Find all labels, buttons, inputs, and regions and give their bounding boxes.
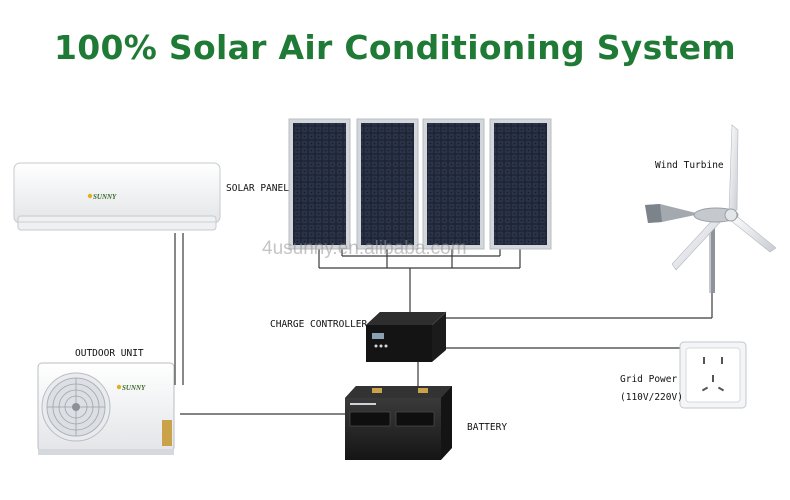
solar-panel: [288, 118, 351, 250]
battery: [345, 386, 452, 460]
solar-panel: [422, 118, 485, 250]
sun-logo-icon: [116, 384, 122, 390]
watermark: 4usunny.en.alibaba.com: [262, 238, 467, 259]
page-title: 100% Solar Air Conditioning System: [54, 28, 736, 67]
charge-controller: [366, 311, 447, 362]
grid-power-outlet: [679, 341, 747, 409]
solar-panel: [489, 118, 552, 250]
outdoor-ac-unit: SUNNY: [37, 362, 175, 455]
charge-controller-label: CHARGE CONTROLLER: [270, 319, 368, 330]
wind-turbine-label: Wind Turbine: [655, 160, 724, 171]
grid-voltage-label: (110V/220V): [620, 392, 683, 403]
sun-logo-icon: [87, 193, 93, 199]
outdoor-unit-label: OUTDOOR UNIT: [75, 348, 144, 359]
solar-panel: [356, 118, 419, 250]
solar-panel-array: [288, 118, 552, 250]
outdoor-brand-label: SUNNY: [122, 384, 146, 392]
grid-power-label: Grid Power: [620, 374, 678, 385]
indoor-ac-unit: SUNNY: [13, 162, 221, 231]
wiring: [174, 233, 713, 415]
battery-label: BATTERY: [467, 422, 508, 433]
indoor-brand-label: SUNNY: [93, 193, 117, 201]
solar-panel-label: SOLAR PANEL: [226, 183, 289, 194]
wind-turbine: [645, 124, 777, 293]
